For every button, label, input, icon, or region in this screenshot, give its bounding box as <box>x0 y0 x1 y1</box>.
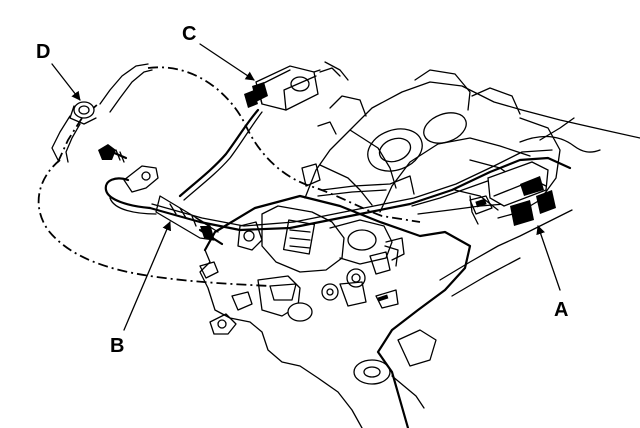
harness-route-phantom-line <box>37 66 421 287</box>
grommet-d <box>51 63 153 163</box>
connector-c <box>244 65 341 111</box>
callout-a: A <box>536 225 568 321</box>
connector-a <box>469 161 556 226</box>
wiring-harness <box>104 69 601 246</box>
callout-d: D <box>36 41 81 101</box>
engine-block-illustration <box>199 61 640 428</box>
callout-label-b: B <box>110 335 124 357</box>
callout-label-a: A <box>554 299 568 321</box>
callout-label-d: D <box>36 41 50 63</box>
callout-c: C <box>182 23 255 81</box>
callout-b: B <box>110 221 171 357</box>
mounting-bolt <box>98 144 128 163</box>
callout-label-c: C <box>182 23 196 45</box>
